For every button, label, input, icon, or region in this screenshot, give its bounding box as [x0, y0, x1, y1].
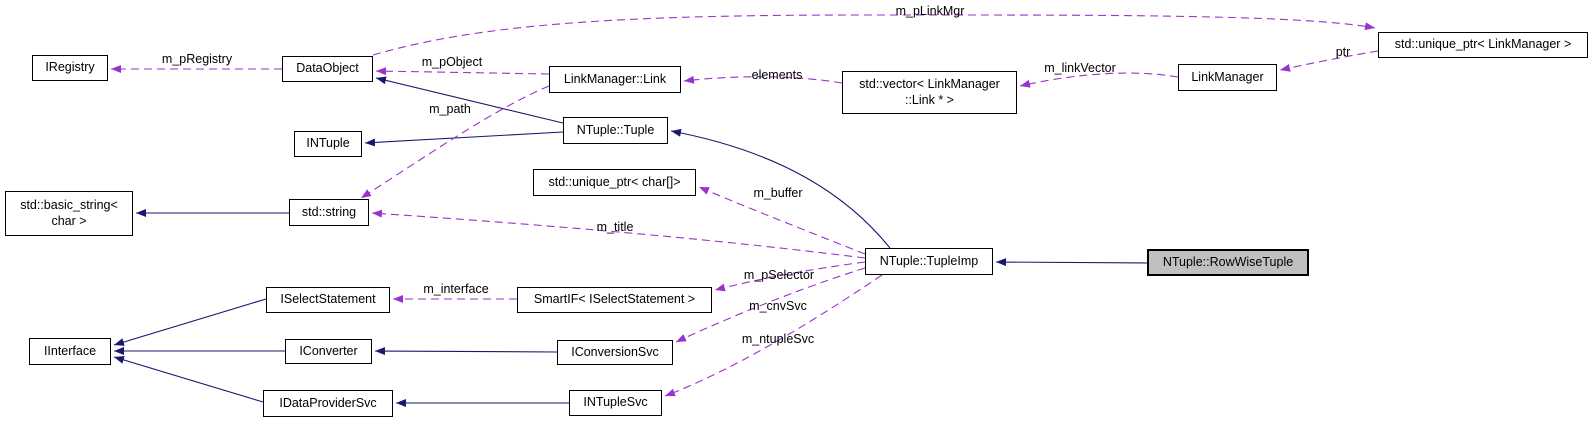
edge-label-m-title: m_title	[597, 220, 634, 234]
edge-label-m-pregistry: m_pRegistry	[162, 52, 233, 66]
edge-tupleimp-to-tuple	[670, 128, 891, 249]
edge-elements	[683, 75, 843, 84]
node-linkmanager-link[interactable]: LinkManager::Link	[549, 66, 681, 93]
edge-ptr	[1279, 50, 1379, 72]
node-iinterface[interactable]: IInterface	[29, 338, 111, 365]
edge-m-plinkmgr	[372, 14, 1376, 56]
edge-m-cnvsvc	[675, 267, 866, 343]
edge-label-m-cnvsvc: m_cnvSvc	[749, 299, 807, 313]
edge-m-ntuplesvc	[664, 274, 883, 397]
node-iregistry[interactable]: IRegistry	[32, 55, 108, 81]
edge-label-elements: elements	[752, 68, 803, 82]
edge-rowwisetuple-to-tupleimp	[995, 258, 1148, 267]
node-ntuple-rowwisetuple[interactable]: NTuple::RowWiseTuple	[1147, 249, 1309, 276]
edge-m-title	[371, 209, 866, 259]
node-std-unique-ptr-char[interactable]: std::unique_ptr< char[]>	[533, 169, 696, 196]
edge-iselectstatement-to-iinterface	[113, 298, 267, 346]
edge-m-pselector	[714, 261, 866, 292]
edge-label-m-buffer: m_buffer	[753, 186, 802, 200]
node-ntuple-tupleimp[interactable]: NTuple::TupleImp	[865, 248, 993, 275]
edge-label-m-path: m_path	[429, 102, 471, 116]
node-smartif-iselectstatement[interactable]: SmartIF< ISelectStatement >	[517, 287, 712, 313]
edge-iconversionsvc-to-iconverter	[374, 347, 558, 356]
node-dataobject[interactable]: DataObject	[282, 56, 373, 82]
node-linkmanager[interactable]: LinkManager	[1178, 64, 1277, 91]
edge-label-m-ntuplesvc: m_ntupleSvc	[742, 332, 814, 346]
edge-m-path	[360, 85, 550, 199]
edge-label-m-linkvector: m_linkVector	[1044, 61, 1116, 75]
node-intuple[interactable]: INTuple	[294, 131, 362, 157]
node-std-string[interactable]: std::string	[289, 199, 369, 226]
edge-m-linkvector	[1019, 72, 1179, 88]
edge-m-pobject	[375, 67, 550, 76]
edge-idataprovidersvc-to-iinterface	[113, 356, 264, 403]
node-idataprovidersvc[interactable]: IDataProviderSvc	[263, 390, 393, 417]
edge-m-buffer	[698, 186, 866, 255]
node-std-unique-ptr-linkmanager[interactable]: std::unique_ptr< LinkManager >	[1378, 32, 1588, 58]
node-iconversionsvc[interactable]: IConversionSvc	[557, 340, 673, 365]
edge-tuple-to-dataobject	[375, 76, 564, 124]
node-std-basic-string[interactable]: std::basic_string< char >	[5, 191, 133, 236]
node-iconverter[interactable]: IConverter	[285, 339, 372, 364]
node-ntuple-tuple[interactable]: NTuple::Tuple	[563, 117, 668, 144]
edge-label-m-pselector: m_pSelector	[744, 268, 814, 282]
node-iselectstatement[interactable]: ISelectStatement	[266, 287, 390, 313]
node-intuplesvc[interactable]: INTupleSvc	[569, 390, 662, 416]
edge-label-m-pobject: m_pObject	[422, 55, 483, 69]
edge-label-m-plinkmgr: m_pLinkMgr	[896, 4, 965, 18]
edge-label-m-interface: m_interface	[423, 282, 488, 296]
node-std-vector-linkmanager-link[interactable]: std::vector< LinkManager ::Link * >	[842, 71, 1017, 114]
edge-tuple-to-intuple	[364, 131, 564, 147]
edge-label-ptr: ptr	[1336, 45, 1351, 59]
